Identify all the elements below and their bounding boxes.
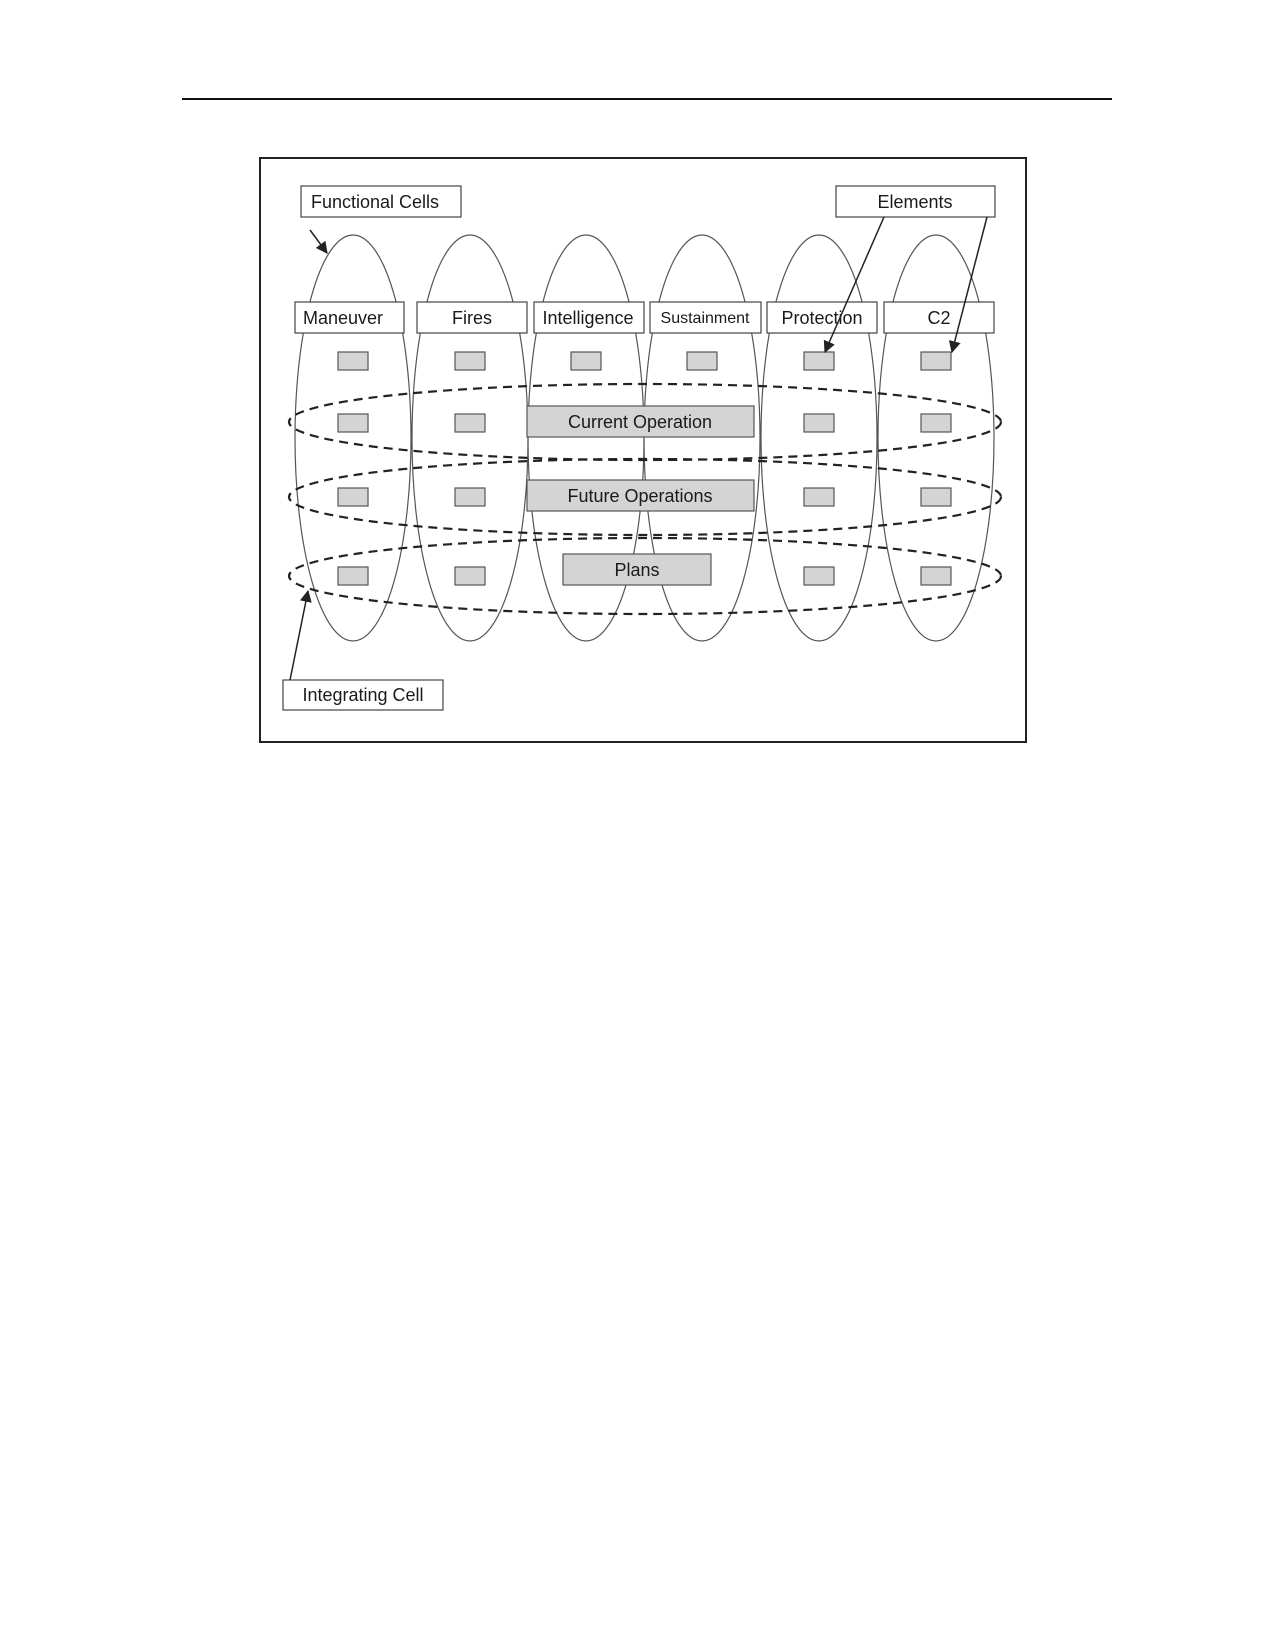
callout-arrow [289, 589, 312, 681]
element-box [803, 413, 835, 433]
element-box [337, 487, 369, 507]
cell-label: Protection [781, 308, 862, 328]
callout-label: Integrating Cell [302, 685, 423, 705]
callout-elements: Elements [823, 185, 996, 354]
integrating-cell-ellipses [287, 382, 1003, 616]
element-box [570, 351, 602, 371]
integrating-cell-label-box [526, 405, 755, 438]
functional-cell-ellipse [643, 234, 761, 642]
element-box [920, 566, 952, 586]
cell-label: C2 [927, 308, 950, 328]
element-box [686, 351, 718, 371]
cell-label-box [294, 301, 405, 334]
callout-arrow [823, 216, 885, 354]
cell-label-box [533, 301, 645, 334]
element-box [920, 351, 952, 371]
functional-cell-ellipse [877, 234, 995, 642]
integrating-cell-label-box [526, 479, 755, 512]
element-box [920, 413, 952, 433]
diagram-frame [259, 157, 1027, 743]
integrating-cell-ellipse [287, 536, 1003, 616]
cell-label-c2: C2 [883, 301, 995, 334]
cell-label-fires: Fires [416, 301, 528, 334]
functional-cell-ellipse [294, 234, 412, 642]
functional-cell-ellipse [760, 234, 878, 642]
element-box [803, 487, 835, 507]
callout-arrow [948, 216, 988, 354]
integrating-cell-plans: Plans [562, 553, 712, 586]
element-box [454, 487, 486, 507]
cell-label-intelligence: Intelligence [533, 301, 645, 334]
cell-label: Fires [452, 308, 492, 328]
integrating-cell-current-operation: Current Operation [526, 405, 755, 438]
callout-arrow [309, 229, 328, 254]
integrating-cell-future-operations: Future Operations [526, 479, 755, 512]
cell-label-maneuver: Maneuver [294, 301, 405, 334]
element-boxes [337, 351, 952, 586]
integrating-cell-label: Future Operations [567, 486, 712, 506]
element-box [803, 566, 835, 586]
element-box [337, 566, 369, 586]
integrating-cell-label: Current Operation [568, 412, 712, 432]
page-header-rule [182, 98, 1112, 100]
element-box [803, 351, 835, 371]
element-box [337, 413, 369, 433]
element-box [337, 351, 369, 371]
element-box [454, 351, 486, 371]
cell-label-box [649, 301, 762, 334]
cell-label-protection: Protection [766, 301, 878, 334]
cell-label-box [883, 301, 995, 334]
cell-label-sustainment: Sustainment [649, 301, 762, 334]
element-box [454, 566, 486, 586]
cell-label: Sustainment [661, 310, 750, 327]
integrating-cell-ellipse [287, 457, 1003, 537]
cell-label: Maneuver [303, 308, 383, 328]
cell-label-box [416, 301, 528, 334]
integrating-cell-label-box [562, 553, 712, 586]
callout-label: Elements [877, 192, 952, 212]
callout-box [300, 185, 462, 218]
callout-functional-cells: Functional Cells [300, 185, 462, 254]
cell-label-box [766, 301, 878, 334]
callout-box [835, 185, 996, 218]
functional-cell-ellipses [294, 234, 995, 642]
integrating-cell-label: Plans [614, 560, 659, 580]
callout-box [282, 679, 444, 711]
callout-integrating-cell: Integrating Cell [282, 589, 444, 711]
cell-label: Intelligence [542, 308, 633, 328]
element-box [920, 487, 952, 507]
callout-label: Functional Cells [311, 192, 439, 212]
element-box [454, 413, 486, 433]
